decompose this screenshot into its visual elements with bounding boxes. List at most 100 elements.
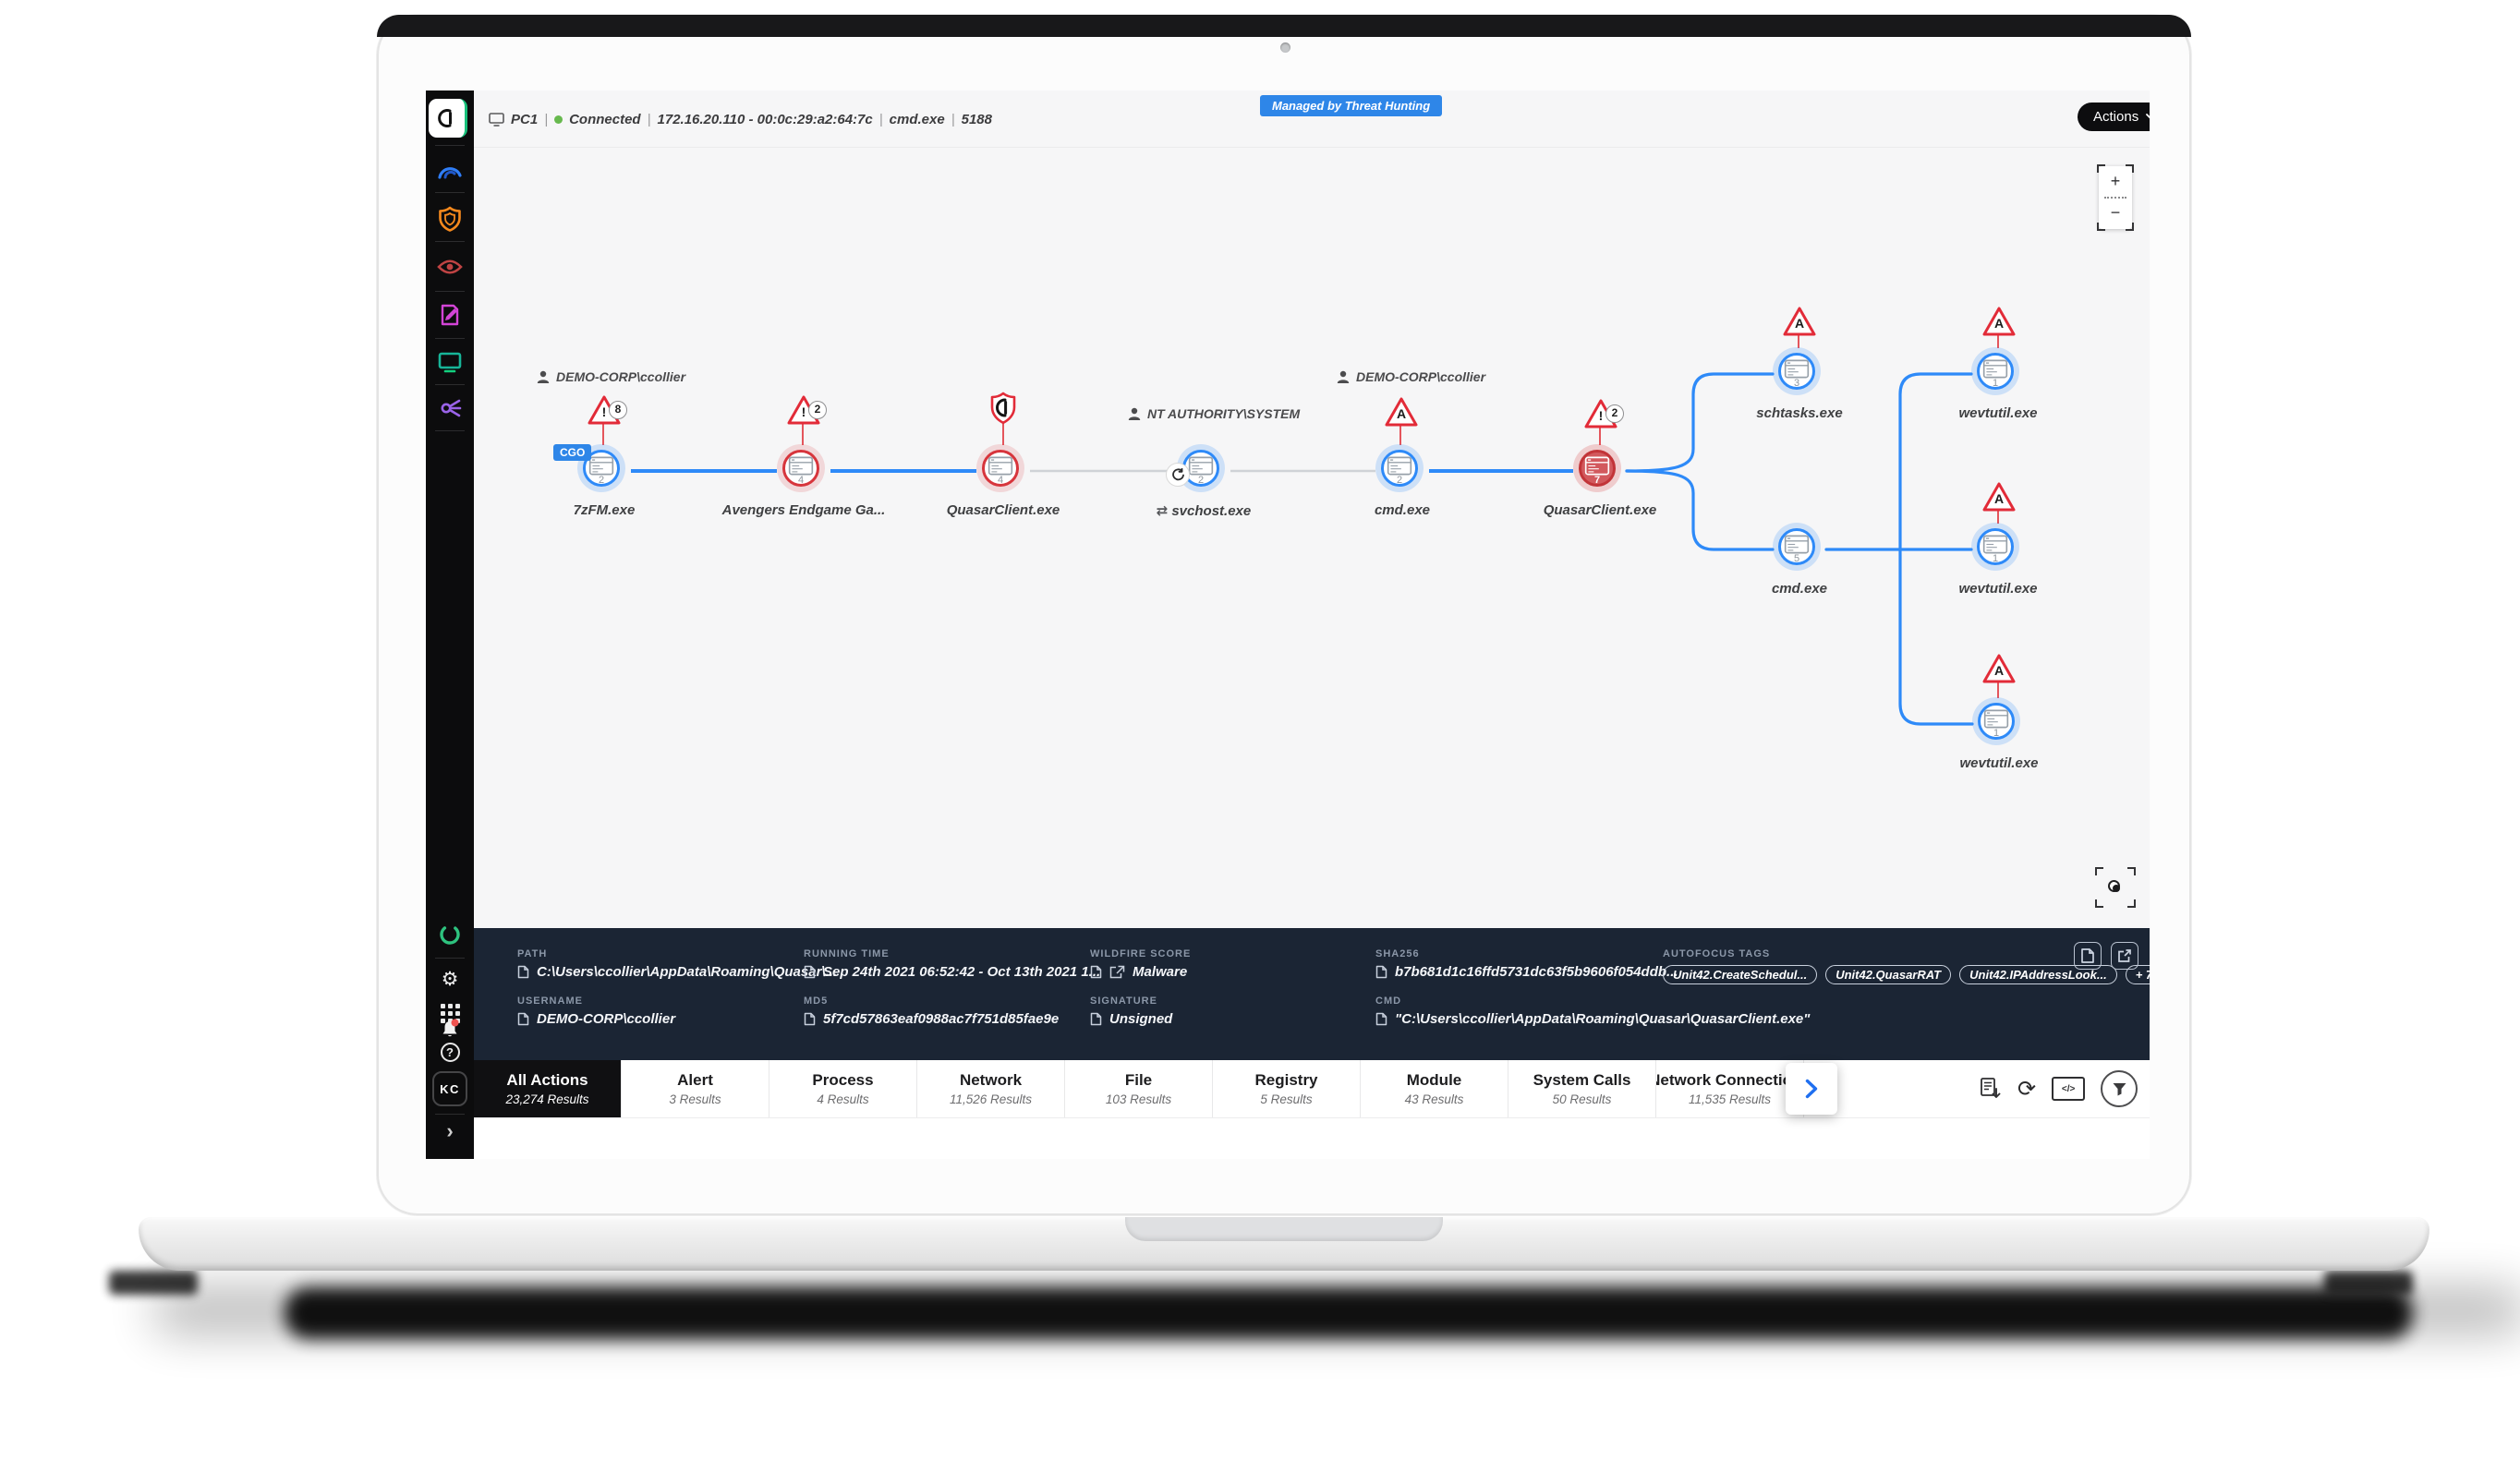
- alert-connector: [1599, 427, 1601, 445]
- process-node-label[interactable]: cmd.exe: [1771, 581, 1828, 597]
- copy-all-button[interactable]: [2074, 942, 2102, 970]
- event-count: 1: [1993, 728, 2000, 739]
- sidebar-item-protection[interactable]: [426, 206, 474, 236]
- field-cmd: CMD "C:\Users\ccollier\AppData\Roaming\Q…: [1375, 995, 1810, 1027]
- actions-button[interactable]: Actions: [2078, 103, 2150, 131]
- copy-icon[interactable]: [804, 965, 816, 979]
- process-node-label[interactable]: 7zFM.exe: [573, 502, 636, 518]
- copy-icon[interactable]: [1375, 1012, 1387, 1026]
- field-value[interactable]: "C:\Users\ccollier\AppData\Roaming\Quasa…: [1395, 1011, 1811, 1027]
- field-value[interactable]: C:\Users\ccollier\AppData\Roaming\Quasar…: [537, 964, 838, 980]
- alert-triangle[interactable]: A: [1384, 396, 1419, 428]
- sidebar-item-endpoints[interactable]: [426, 352, 474, 378]
- sidebar-item-reports[interactable]: [426, 303, 474, 332]
- field-value[interactable]: Unsigned: [1109, 1011, 1173, 1027]
- copy-icon[interactable]: [804, 1012, 816, 1026]
- sidebar-item-analytics[interactable]: [426, 396, 474, 425]
- process-node-quasarclient[interactable]: 4: [982, 450, 1019, 487]
- alert-triangle[interactable]: A: [1981, 306, 2017, 337]
- copy-icon[interactable]: [1090, 1012, 1102, 1026]
- process-node-label[interactable]: wevtutil.exe: [1959, 755, 2039, 771]
- field-label: AUTOFOCUS TAGS: [1663, 948, 1771, 959]
- sidebar-collapse-icon[interactable]: ›: [446, 1119, 454, 1142]
- process-node-wevtutil-3[interactable]: 1: [1978, 703, 2015, 740]
- process-node-wevtutil-2[interactable]: 1: [1977, 528, 2014, 565]
- copy-icon[interactable]: [1375, 965, 1387, 979]
- autofocus-tag[interactable]: Unit42.IPAddressLook...: [1959, 965, 2117, 984]
- field-value[interactable]: DEMO-CORP\ccollier: [537, 1011, 676, 1027]
- help-icon[interactable]: ?: [426, 1043, 474, 1062]
- event-count: 1: [1992, 378, 1999, 389]
- process-node-avengers[interactable]: 4: [782, 450, 819, 487]
- sidebar-item-threat-intel[interactable]: [426, 259, 474, 280]
- user-icon: [1128, 407, 1141, 420]
- fit-to-screen-button[interactable]: [2095, 867, 2136, 908]
- process-node-label[interactable]: ⇄svchost.exe: [1102, 502, 1305, 519]
- process-node-label[interactable]: Avengers Endgame Ga...: [721, 502, 886, 518]
- refresh-icon[interactable]: ⟳: [2017, 1076, 2037, 1102]
- process-node-wevtutil-1[interactable]: 1: [1977, 353, 2014, 390]
- process-node-label[interactable]: wevtutil.exe: [1958, 405, 2038, 421]
- alert-count-badge[interactable]: 2: [1605, 404, 1624, 423]
- managed-by-badge: Managed by Threat Hunting: [1260, 95, 1443, 116]
- sidebar-divider: [435, 241, 465, 242]
- zoom-out-button[interactable]: −: [2110, 203, 2121, 222]
- sidebar-divider: [435, 430, 465, 431]
- export-results-icon[interactable]: [1980, 1077, 2002, 1101]
- process-node-schtasks[interactable]: 3: [1778, 353, 1815, 390]
- alert-triangle[interactable]: A: [1782, 306, 1817, 337]
- process-node-cmd[interactable]: 2: [1381, 450, 1418, 487]
- copy-icon[interactable]: [517, 1012, 529, 1026]
- sidebar-item-status[interactable]: [426, 923, 474, 951]
- process-id: 5188: [961, 111, 992, 127]
- notifications-bell-icon[interactable]: [426, 1018, 474, 1044]
- user-avatar[interactable]: KC: [432, 1071, 467, 1106]
- report-link-icon[interactable]: [1109, 965, 1125, 979]
- alert-count-badge[interactable]: 2: [808, 401, 827, 419]
- copy-icon[interactable]: [517, 965, 529, 979]
- sidebar-item-dashboard[interactable]: [426, 160, 474, 185]
- alert-triangle[interactable]: A: [1981, 653, 2017, 684]
- user-icon: [1337, 370, 1350, 383]
- process-node-label[interactable]: QuasarClient.exe: [1543, 502, 1657, 518]
- expand-tabs-button[interactable]: [1786, 1063, 1837, 1115]
- prevention-shield[interactable]: [989, 392, 1024, 425]
- autofocus-tag[interactable]: Unit42.CreateSchedul...: [1663, 965, 1818, 984]
- process-node-label[interactable]: wevtutil.exe: [1958, 581, 2038, 597]
- field-value[interactable]: b7b681d1c16ffd5731dc63f5b9606f054ddb...: [1395, 964, 1678, 980]
- process-node-quasarclient-selected[interactable]: 7: [1579, 450, 1616, 487]
- laptop-foot-left: [109, 1271, 198, 1295]
- event-count: 3: [1793, 378, 1800, 389]
- field-value[interactable]: Malware: [1133, 964, 1188, 980]
- settings-gear-icon[interactable]: ⚙: [441, 969, 459, 990]
- process-node-label[interactable]: cmd.exe: [1374, 502, 1431, 518]
- alert-glyph: A: [1993, 316, 2005, 331]
- process-node-label[interactable]: QuasarClient.exe: [946, 502, 1060, 518]
- autofocus-tag[interactable]: Unit42.QuasarRAT: [1825, 965, 1952, 984]
- copy-icon[interactable]: [1090, 965, 1102, 979]
- field-value[interactable]: Sep 24th 2021 06:52:42 - Oct 13th 2021 1…: [823, 964, 1101, 980]
- query-code-icon[interactable]: </>: [2052, 1077, 2086, 1101]
- process-node-7zfm[interactable]: 2: [583, 450, 620, 487]
- alert-triangle[interactable]: A: [1981, 481, 2017, 513]
- process-node-label[interactable]: schtasks.exe: [1756, 405, 1843, 421]
- alert-glyph: A: [1993, 491, 2005, 506]
- field-value[interactable]: 5f7cd57863eaf0988ac7f751d85fae9e: [823, 1011, 1060, 1027]
- alert-count-badge[interactable]: 8: [609, 401, 627, 419]
- filter-button[interactable]: [2101, 1070, 2138, 1107]
- sidebar-divider: [435, 958, 465, 959]
- cortex-xdr-logo[interactable]: [429, 99, 467, 138]
- open-external-button[interactable]: [2111, 942, 2138, 970]
- process-node-cmd-2[interactable]: 5: [1778, 528, 1815, 565]
- endpoint-info: PC1 | Connected | 172.16.20.110 - 00:0c:…: [489, 90, 992, 148]
- zoom-in-button[interactable]: +: [2110, 172, 2121, 190]
